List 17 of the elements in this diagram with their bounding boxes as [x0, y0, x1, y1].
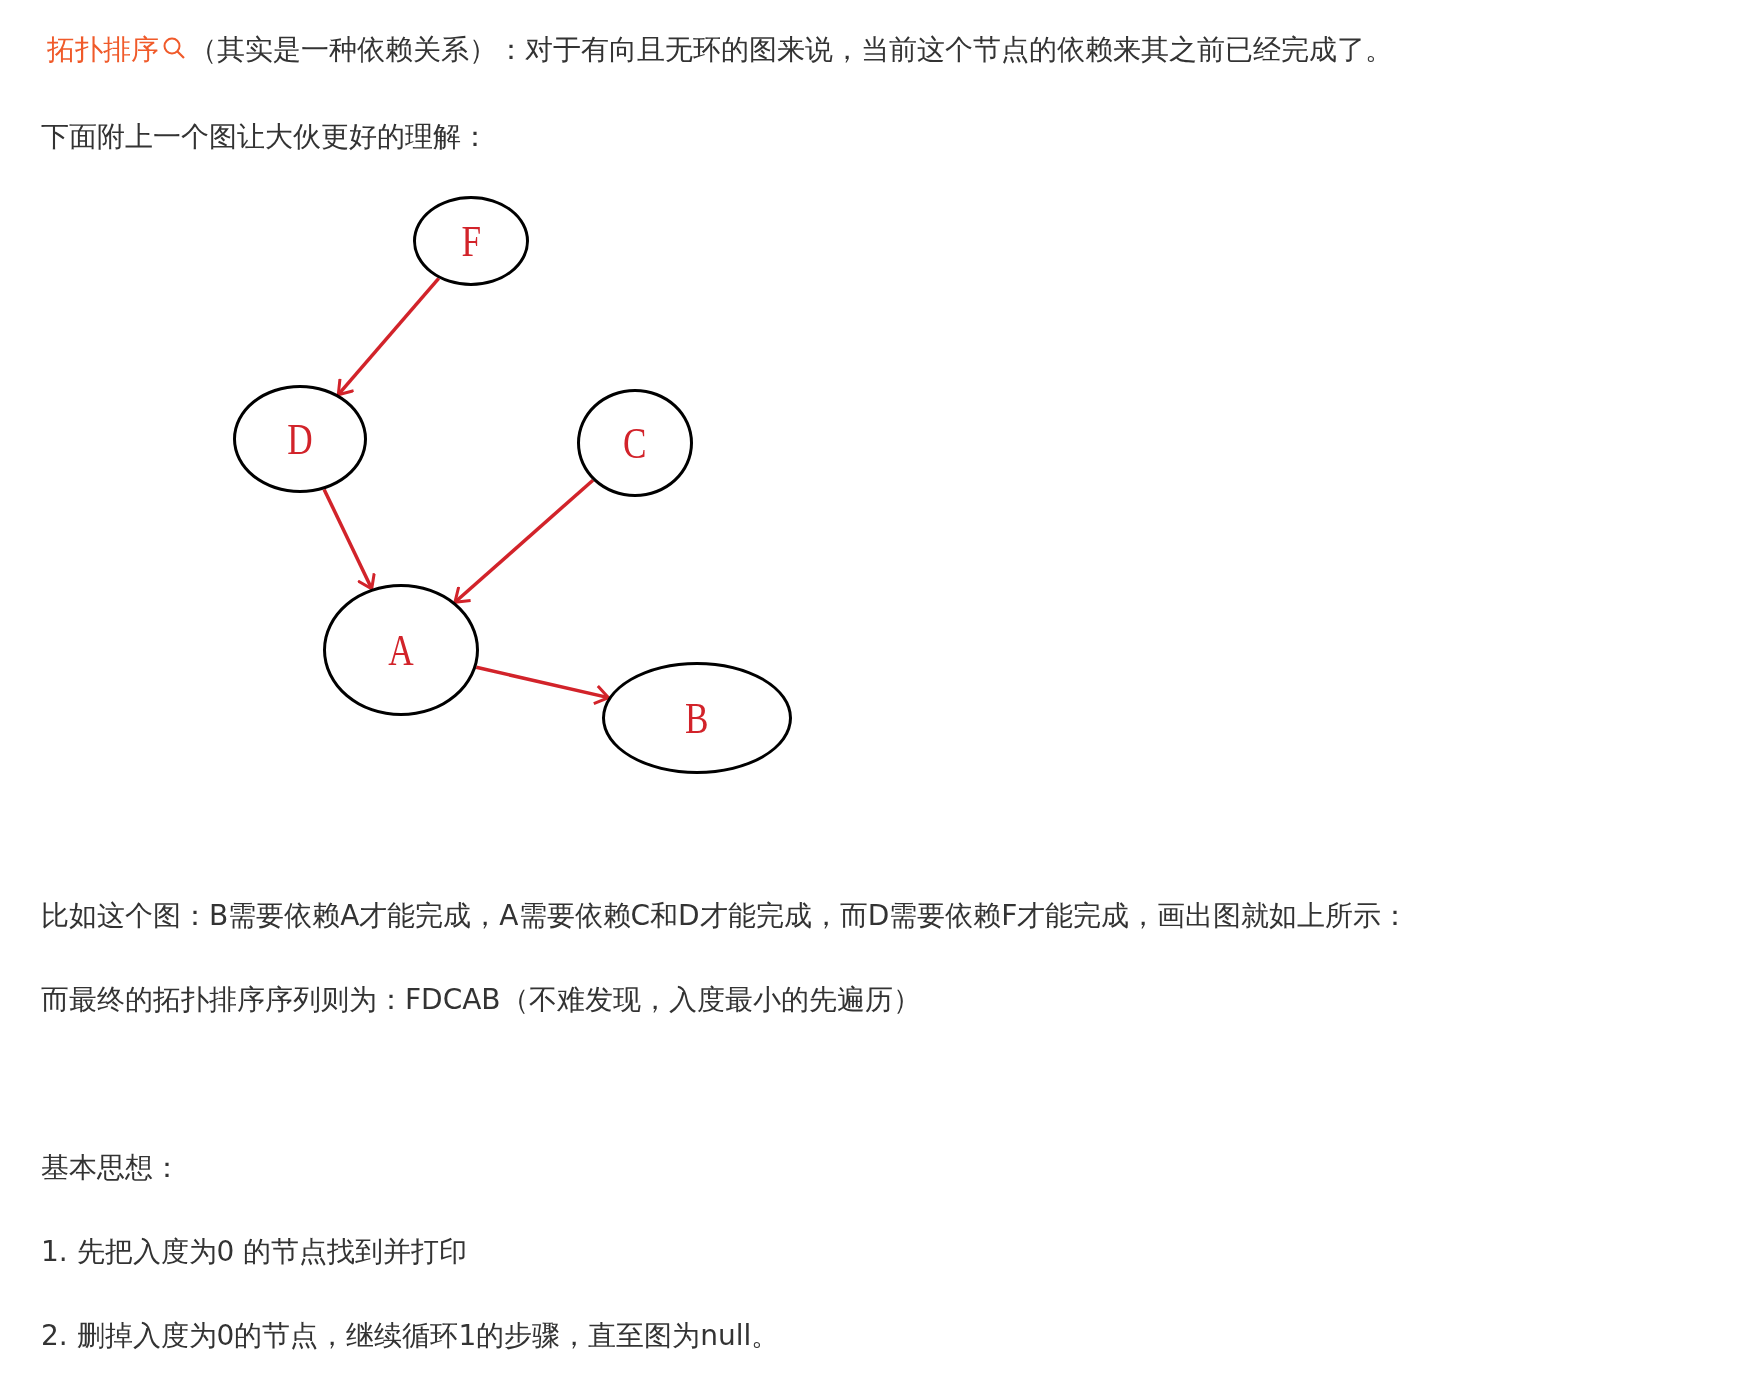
node-ellipse: A: [323, 584, 479, 716]
node-ellipse: D: [233, 385, 367, 493]
arrow: [336, 277, 441, 397]
list-item: 1. 先把入度为0 的节点找到并打印: [41, 1234, 468, 1270]
text-line: 而最终的拓扑排序序列则为：FDCAB（不难发现，入度最小的先遍历）: [41, 982, 921, 1018]
text-line: 比如这个图：B需要依赖A才能完成，A需要依赖C和D才能完成，而D需要依赖F才能完成，画出图就如上所示：: [41, 898, 1410, 934]
arrow: [453, 478, 595, 604]
node-ellipse: C: [577, 389, 693, 497]
topic-link: 拓扑排序: [47, 32, 159, 68]
node-ellipse: F: [413, 196, 529, 286]
arrow: [322, 488, 376, 591]
list-item: 2. 删掉入度为0的节点，继续循环1的步骤，直至图为null。: [41, 1318, 780, 1354]
heading: 基本思想：: [41, 1150, 181, 1186]
arrow: [475, 665, 610, 706]
text-line: （其实是一种依赖关系）：对于有向且无环的图来说，当前这个节点的依赖来其之前已经完成了。: [189, 32, 1393, 68]
text-line: 下面附上一个图让大伙更好的理解：: [41, 119, 489, 155]
node-ellipse: B: [602, 662, 792, 774]
